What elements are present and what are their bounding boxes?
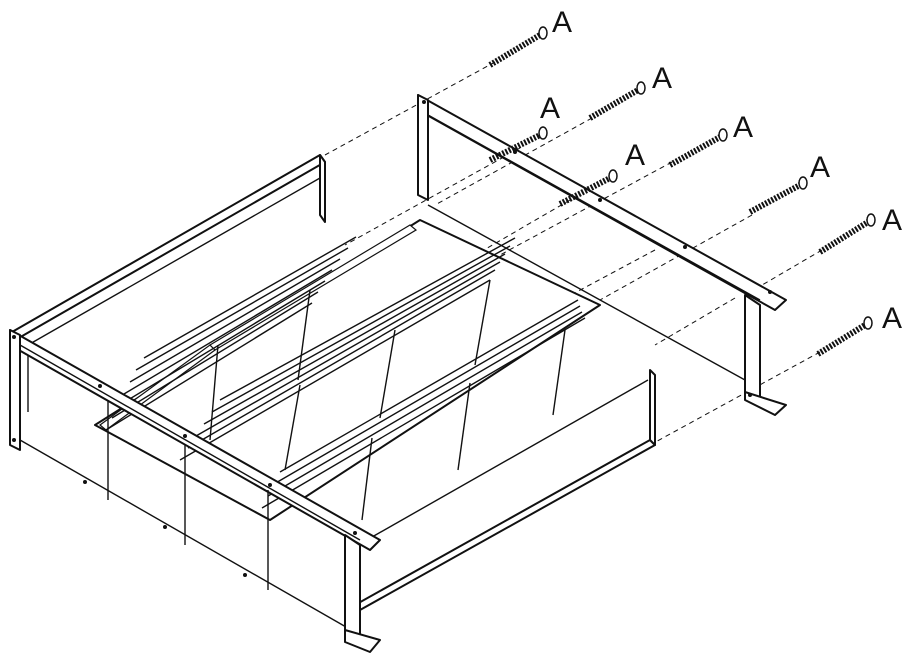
bolt-shaft <box>558 175 612 207</box>
bolt-shaft <box>488 132 542 163</box>
bolt-shaft <box>818 219 870 255</box>
bolt-head <box>798 176 808 190</box>
slat-base <box>94 219 601 521</box>
bolt-shaft <box>488 32 542 68</box>
part-callout-label: A <box>625 139 645 172</box>
left-side-rail <box>9 329 381 653</box>
bolt-shaft <box>816 322 867 357</box>
bolt-shaft <box>748 182 802 215</box>
bolt-group <box>488 26 876 357</box>
part-callout-label: A <box>552 6 572 39</box>
callout-group: A A A A A A A A <box>540 6 902 335</box>
part-callout-label: A <box>652 62 672 95</box>
part-callout-label: A <box>810 151 830 184</box>
part-callout-label: A <box>540 92 560 125</box>
bolt-head <box>718 128 728 142</box>
part-callout-label: A <box>733 111 753 144</box>
bolt-shaft <box>588 87 640 121</box>
bolt-head <box>863 316 873 330</box>
bolt-head <box>636 81 646 95</box>
bolt-head <box>538 26 548 40</box>
bolt-shaft <box>668 134 722 168</box>
part-callout-label: A <box>882 302 902 335</box>
bolt-head <box>538 126 548 140</box>
part-callout-label: A <box>882 204 902 237</box>
bolt-head <box>866 213 876 227</box>
bolt-head <box>608 169 618 183</box>
